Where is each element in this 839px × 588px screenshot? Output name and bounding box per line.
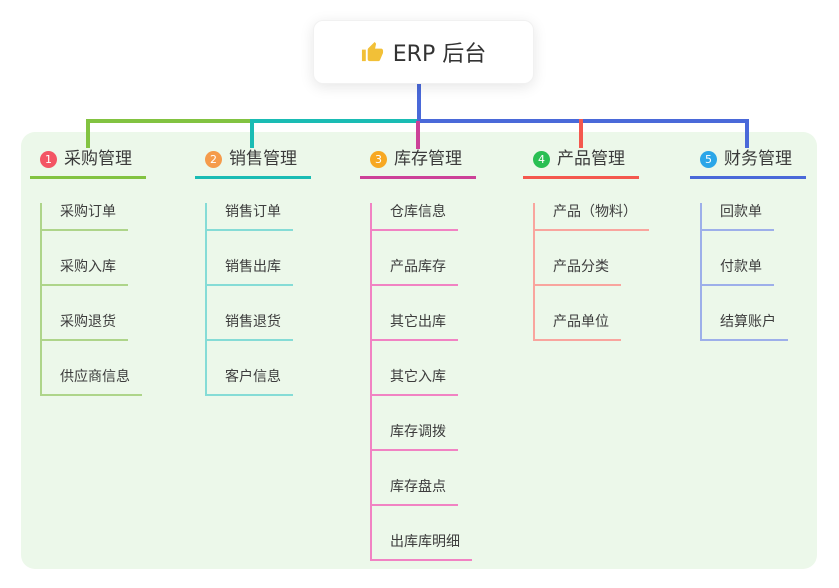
branch-title-sales[interactable]: 2 销售管理 bbox=[195, 146, 311, 179]
node-supplier-info[interactable]: 供应商信息 bbox=[42, 368, 142, 396]
thumbs-up-icon bbox=[361, 41, 383, 61]
node-sales-return[interactable]: 销售退货 bbox=[207, 313, 293, 341]
badge-5: 5 bbox=[700, 150, 717, 168]
branch-label: 库存管理 bbox=[394, 149, 462, 169]
branch-title-inventory[interactable]: 3 库存管理 bbox=[360, 146, 476, 179]
branch-children: 采购订单 采购入库 采购退货 供应商信息 bbox=[40, 203, 146, 396]
connector-drop-inventory bbox=[416, 121, 420, 149]
node-purchase-order[interactable]: 采购订单 bbox=[42, 203, 128, 231]
connector-h-finance bbox=[421, 119, 749, 123]
node-stock-transfer[interactable]: 库存调拨 bbox=[372, 423, 458, 451]
background-panel bbox=[21, 132, 817, 569]
node-purchase-return[interactable]: 采购退货 bbox=[42, 313, 128, 341]
root-node[interactable]: ERP 后台 bbox=[313, 20, 534, 84]
node-outbound-detail[interactable]: 出库库明细 bbox=[372, 533, 472, 561]
connector-drop-sales bbox=[250, 119, 254, 148]
branch-children: 销售订单 销售出库 销售退货 客户信息 bbox=[205, 203, 311, 396]
branch-children: 回款单 付款单 结算账户 bbox=[700, 203, 806, 341]
branch-title-finance[interactable]: 5 财务管理 bbox=[690, 146, 806, 179]
badge-4: 4 bbox=[533, 150, 550, 168]
branch-purchase-management: 1 采购管理 采购订单 采购入库 采购退货 供应商信息 bbox=[30, 146, 146, 396]
node-product-category[interactable]: 产品分类 bbox=[535, 258, 621, 286]
node-product-material[interactable]: 产品（物料） bbox=[535, 203, 649, 231]
badge-3: 3 bbox=[370, 150, 387, 168]
node-stock-count[interactable]: 库存盘点 bbox=[372, 478, 458, 506]
branch-label: 产品管理 bbox=[557, 149, 625, 169]
branch-finance-management: 5 财务管理 回款单 付款单 结算账户 bbox=[690, 146, 806, 341]
connector-drop-purchase bbox=[86, 119, 90, 148]
node-purchase-inbound[interactable]: 采购入库 bbox=[42, 258, 128, 286]
node-sales-order[interactable]: 销售订单 bbox=[207, 203, 293, 231]
branch-title-purchase[interactable]: 1 采购管理 bbox=[30, 146, 146, 179]
branch-inventory-management: 3 库存管理 仓库信息 产品库存 其它出库 其它入库 库存调拨 库存盘点 出库库… bbox=[360, 146, 476, 561]
connector-drop-finance bbox=[745, 119, 749, 148]
branch-label: 财务管理 bbox=[724, 149, 792, 169]
badge-1: 1 bbox=[40, 150, 57, 168]
node-payment-slip[interactable]: 付款单 bbox=[702, 258, 774, 286]
branch-label: 采购管理 bbox=[64, 149, 132, 169]
node-product-stock[interactable]: 产品库存 bbox=[372, 258, 458, 286]
connector-h-purchase bbox=[86, 119, 254, 123]
branch-product-management: 4 产品管理 产品（物料） 产品分类 产品单位 bbox=[523, 146, 649, 341]
branch-children: 产品（物料） 产品分类 产品单位 bbox=[533, 203, 649, 341]
node-warehouse-info[interactable]: 仓库信息 bbox=[372, 203, 458, 231]
root-label: ERP 后台 bbox=[392, 42, 487, 67]
connector-drop-product bbox=[579, 119, 583, 148]
node-receipt-slip[interactable]: 回款单 bbox=[702, 203, 774, 231]
branch-title-product[interactable]: 4 产品管理 bbox=[523, 146, 639, 179]
node-other-outbound[interactable]: 其它出库 bbox=[372, 313, 458, 341]
node-customer-info[interactable]: 客户信息 bbox=[207, 368, 293, 396]
branch-sales-management: 2 销售管理 销售订单 销售出库 销售退货 客户信息 bbox=[195, 146, 311, 396]
node-settlement-account[interactable]: 结算账户 bbox=[702, 313, 788, 341]
branch-children: 仓库信息 产品库存 其它出库 其它入库 库存调拨 库存盘点 出库库明细 bbox=[370, 203, 476, 561]
connector-h-sales bbox=[252, 119, 417, 123]
root-stem-line bbox=[417, 82, 421, 123]
node-sales-outbound[interactable]: 销售出库 bbox=[207, 258, 293, 286]
badge-2: 2 bbox=[205, 150, 222, 168]
node-product-unit[interactable]: 产品单位 bbox=[535, 313, 621, 341]
node-other-inbound[interactable]: 其它入库 bbox=[372, 368, 458, 396]
branch-label: 销售管理 bbox=[229, 149, 297, 169]
